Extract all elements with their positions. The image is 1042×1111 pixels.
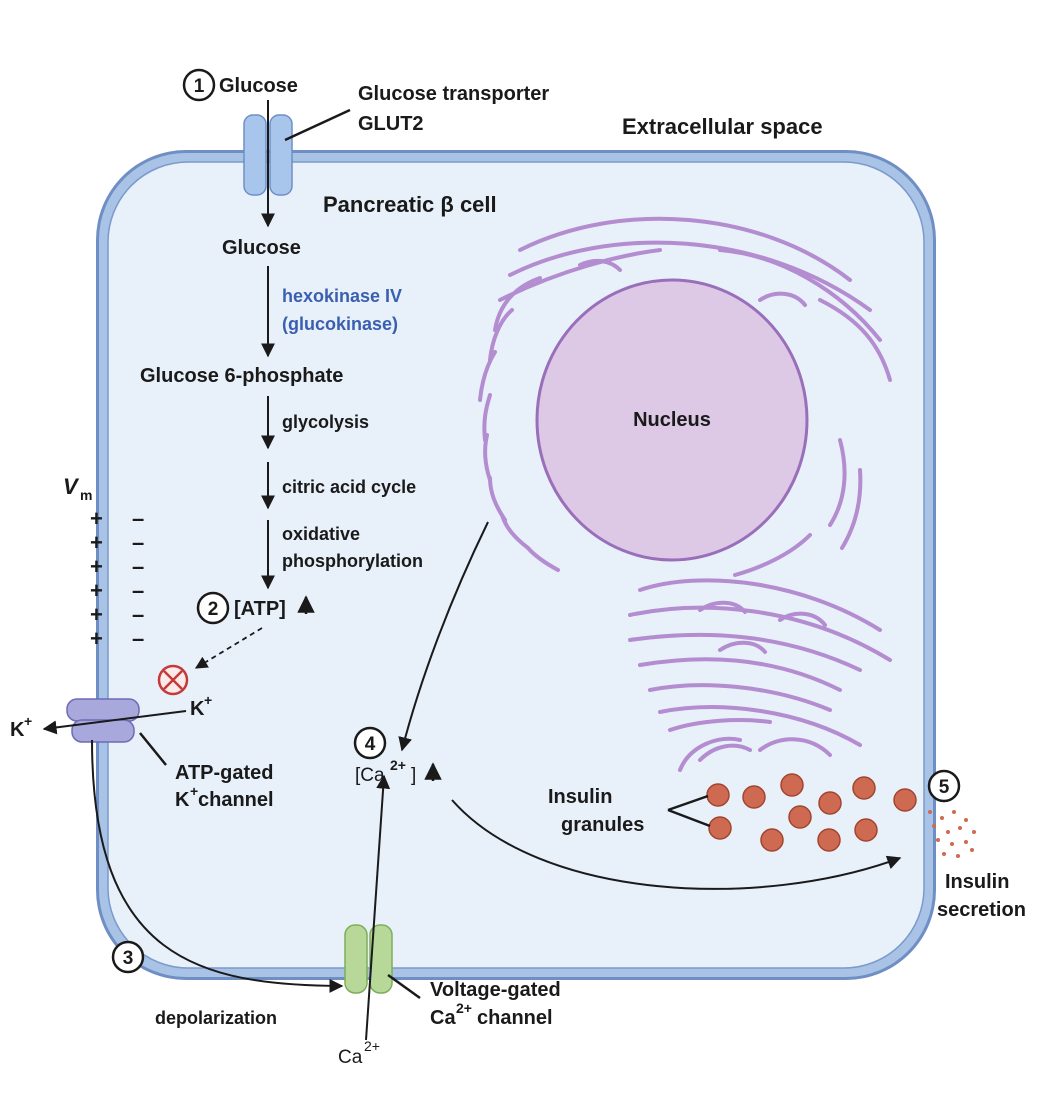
- step-5-marker: [927, 769, 961, 803]
- ca-channel-pointer: [387, 973, 421, 1000]
- k-channel-label-1: ATP-gated: [175, 762, 274, 784]
- k-channel-label-2: K: [175, 789, 190, 811]
- ca-influx-arrow: [365, 774, 391, 1041]
- er-calcium-release-arrow: [398, 521, 489, 752]
- ca-channel-label-2-charge: 2+: [456, 1000, 472, 1016]
- step-4-marker: [353, 726, 387, 760]
- transporter-label-1: Glucose transporter: [358, 83, 549, 105]
- k-efflux-arrow: [42, 710, 187, 735]
- insulin-granules: [706, 773, 917, 852]
- oxphos-label-1: oxidative: [282, 524, 360, 544]
- enzyme-label-1: hexokinase IV: [282, 286, 402, 306]
- glucose-inside: Glucose: [222, 237, 301, 259]
- svg-text:–: –: [132, 602, 144, 627]
- vm-subscript: m: [80, 487, 92, 503]
- k-outside-charge: +: [24, 713, 32, 729]
- step-5-number: 5: [939, 777, 950, 798]
- g6p-label: Glucose 6-phosphate: [140, 365, 343, 387]
- citric-label: citric acid cycle: [282, 477, 416, 497]
- ca-channel-label-1: Voltage-gated: [430, 979, 561, 1001]
- svg-text:+: +: [90, 506, 103, 531]
- step-2-marker: [196, 591, 230, 625]
- svg-text:+: +: [90, 530, 103, 555]
- svg-text:+: +: [90, 602, 103, 627]
- ca-channel-label-2: Ca: [430, 1007, 456, 1029]
- inhibit-icon: [157, 664, 189, 696]
- svg-text:+: +: [90, 554, 103, 579]
- ca-to-secretion-arrow: [451, 799, 902, 890]
- granules-label-2: granules: [561, 814, 644, 836]
- secretion-label-2: secretion: [937, 899, 1026, 921]
- secreted-insulin: [928, 810, 976, 858]
- step-1-number: 1: [194, 76, 205, 97]
- extracellular-label: Extracellular space: [622, 114, 823, 139]
- vm-label: V: [63, 474, 80, 499]
- enzyme-label-2: (glucokinase): [282, 314, 398, 334]
- ca-conc-suffix: ]: [411, 765, 416, 786]
- k-inside-charge: +: [204, 692, 212, 708]
- atp-label: [ATP]: [234, 598, 286, 620]
- glycolysis-label: glycolysis: [282, 412, 369, 432]
- k-channel-pointer: [139, 732, 167, 766]
- granules-label-1: Insulin: [548, 786, 612, 808]
- svg-text:–: –: [132, 578, 144, 603]
- svg-text:–: –: [132, 554, 144, 579]
- step-3-number: 3: [123, 948, 134, 969]
- depolarization-arrow: [91, 739, 344, 993]
- cell-label: Pancreatic β cell: [323, 192, 497, 217]
- ca-conc-label: [Ca: [355, 765, 385, 786]
- voltage-gated-ca-channel: [344, 924, 393, 994]
- svg-text:+: +: [90, 626, 103, 651]
- charge-column: + + + + + + – – – – – –: [90, 506, 144, 651]
- step-4-number: 4: [365, 734, 376, 755]
- step-3-marker: [111, 940, 145, 974]
- svg-text:–: –: [132, 530, 144, 555]
- atp-inhibition-line: [194, 627, 263, 669]
- k-outside: K: [10, 719, 25, 741]
- depolarization-label: depolarization: [155, 1008, 277, 1028]
- transporter-pointer: [284, 108, 351, 142]
- step-2-number: 2: [208, 599, 219, 620]
- atp-gated-k-channel: [66, 698, 140, 743]
- k-channel-label-2-suffix: channel: [198, 789, 274, 811]
- ca-conc-charge: 2+: [390, 757, 406, 773]
- nucleus-label: Nucleus: [633, 409, 711, 431]
- svg-text:+: +: [90, 578, 103, 603]
- svg-text:–: –: [132, 506, 144, 531]
- ca-outside: Ca: [338, 1047, 363, 1068]
- glut2-transporter: [243, 114, 293, 196]
- granule-pointer: [667, 794, 711, 828]
- svg-text:–: –: [132, 626, 144, 651]
- ca-outside-charge: 2+: [364, 1038, 380, 1054]
- ca-channel-label-2-suffix: channel: [477, 1007, 553, 1029]
- transporter-label-2: GLUT2: [358, 113, 424, 135]
- secretion-label-1: Insulin: [945, 871, 1009, 893]
- k-inside: K: [190, 698, 205, 720]
- oxphos-label-2: phosphorylation: [282, 551, 423, 571]
- glucose-outside: Glucose: [219, 75, 298, 97]
- nucleus: [535, 278, 809, 562]
- k-channel-label-2-charge: +: [190, 783, 198, 799]
- step-1-marker: [182, 68, 216, 102]
- endoplasmic-reticulum: [478, 216, 892, 772]
